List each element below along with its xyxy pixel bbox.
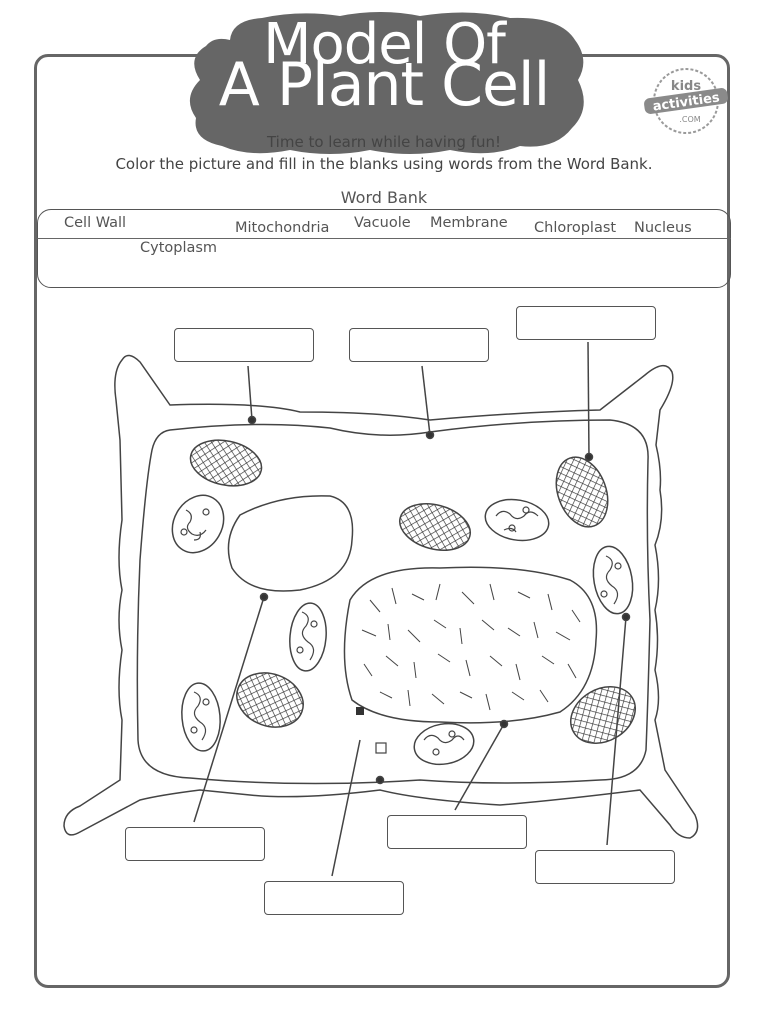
label-blank-cytoplasm[interactable] <box>264 881 404 915</box>
label-blank-nucleus[interactable] <box>387 815 527 849</box>
label-blank-chloroplast[interactable] <box>516 306 656 340</box>
label-blank-vacuole[interactable] <box>125 827 265 861</box>
filled-square-marker <box>356 707 364 715</box>
label-blank-mitochondria[interactable] <box>535 850 675 884</box>
nucleus-shape <box>344 567 596 723</box>
label-blank-membrane[interactable] <box>349 328 489 362</box>
empty-square-marker <box>376 743 386 753</box>
label-blank-cell-wall[interactable] <box>174 328 314 362</box>
